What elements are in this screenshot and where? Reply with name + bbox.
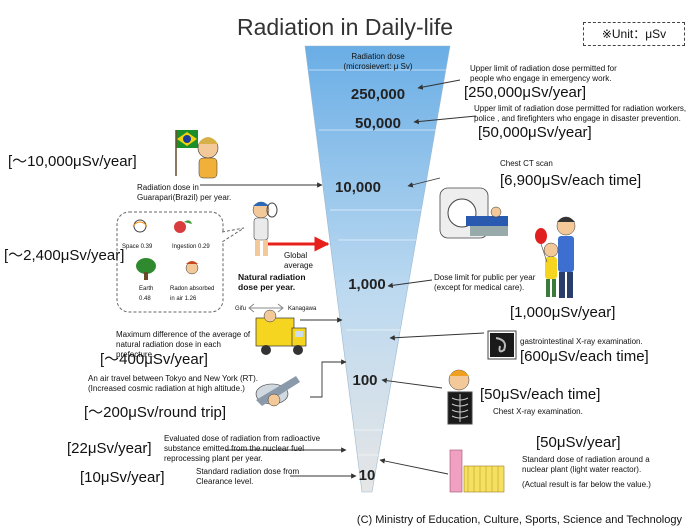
plant-desc: Standard dose of radiation around a nucl…	[522, 455, 650, 474]
airplane-illustration	[255, 376, 300, 407]
natural-radiation-bubble	[116, 211, 245, 313]
prefecture-desc: Maximum difference of the average of nat…	[116, 330, 251, 359]
gi-xray-illustration	[487, 330, 517, 360]
natural-value: [～2,400μSv/year]	[4, 247, 125, 264]
page-title: Radiation in Daily-life	[236, 14, 454, 40]
chest-xray-illustration	[447, 369, 473, 425]
radon-label: Radon absorbed in air 1.26	[170, 286, 215, 302]
brazil-desc: Radiation dose in Guarapari(Brazil) per …	[137, 183, 232, 202]
gi-desc: gastrointestinal X-ray examination.	[520, 337, 643, 346]
workers-value: [50,000μSv/year]	[478, 124, 592, 141]
tennis-player-illustration	[252, 201, 278, 256]
truck-illustration	[255, 309, 307, 355]
clearance-value: [10μSv/year]	[80, 469, 165, 486]
public-value: [1,000μSv/year]	[510, 304, 616, 321]
air-desc: An air travel between Tokyo and New York…	[88, 374, 259, 393]
natural-desc: Natural radiation dose per year.	[238, 272, 306, 292]
plant-value: [50μSv/year]	[536, 434, 621, 451]
copyright: (C) Ministry of Education, Culture, Spor…	[356, 514, 682, 526]
arrow-xray	[381, 377, 443, 389]
arrow-plant	[379, 458, 449, 475]
xray-value: [50μSv/each time]	[480, 386, 601, 403]
arrow-gi	[389, 332, 485, 341]
ingestion-label: Ingestion 0.29	[172, 244, 210, 250]
reprocessing-desc: Evaluated dose of radiation from radioac…	[164, 434, 321, 463]
xray-desc: Chest X-ray examination.	[493, 407, 583, 416]
brazil-value: [～10,000μSv/year]	[8, 153, 137, 170]
brazil-illustration	[175, 130, 219, 179]
public-desc: Dose limit for public per year (except f…	[434, 273, 536, 292]
gifu-label: Gifu	[235, 306, 247, 312]
arrow-ct	[407, 177, 441, 188]
funnel-header: Radiation dose (microsievert: μ Sv)	[343, 52, 413, 71]
ct-value: [6,900μSv/each time]	[500, 172, 642, 189]
earth-label: Earth 0.48	[139, 286, 154, 302]
dose-funnel	[304, 45, 451, 493]
ct-scanner-illustration	[439, 187, 508, 239]
arrow-air	[310, 359, 347, 398]
tick-250000: 250,000	[350, 86, 406, 103]
arrow-workers	[413, 115, 477, 125]
space-label: Space 0.39	[122, 244, 153, 250]
plant-note: (Actual result is far below the value.)	[522, 480, 651, 489]
tick-1000: 1,000	[348, 276, 386, 293]
nuclear-plant-illustration	[449, 449, 505, 493]
arrow-public	[387, 279, 433, 289]
global-average-label: Global average	[284, 251, 313, 270]
workers-desc: Upper limit of radiation dose permitted …	[474, 104, 687, 123]
emergency-value: [250,000μSv/year]	[464, 84, 587, 101]
air-value: [～200μSv/round trip]	[84, 404, 227, 421]
clearance-desc: Standard radiation dose from Clearance l…	[196, 467, 300, 486]
family-illustration	[535, 216, 576, 298]
unit-label: ※Unit：μSv	[583, 22, 685, 46]
kanagawa-label: Kanagawa	[288, 306, 317, 312]
tick-50000: 50,000	[355, 115, 401, 132]
tick-10: 10	[358, 467, 376, 484]
emergency-desc: Upper limit of radiation dose permitted …	[470, 64, 617, 83]
tick-10000: 10,000	[335, 179, 381, 196]
reprocessing-value: [22μSv/year]	[67, 440, 152, 457]
ct-desc: Chest CT scan	[500, 159, 553, 168]
tick-100: 100	[352, 372, 378, 389]
arrow-emergency	[417, 79, 461, 90]
prefecture-value: [～400μSv/year]	[100, 351, 208, 368]
gi-value: [600μSv/each time]	[520, 348, 649, 365]
